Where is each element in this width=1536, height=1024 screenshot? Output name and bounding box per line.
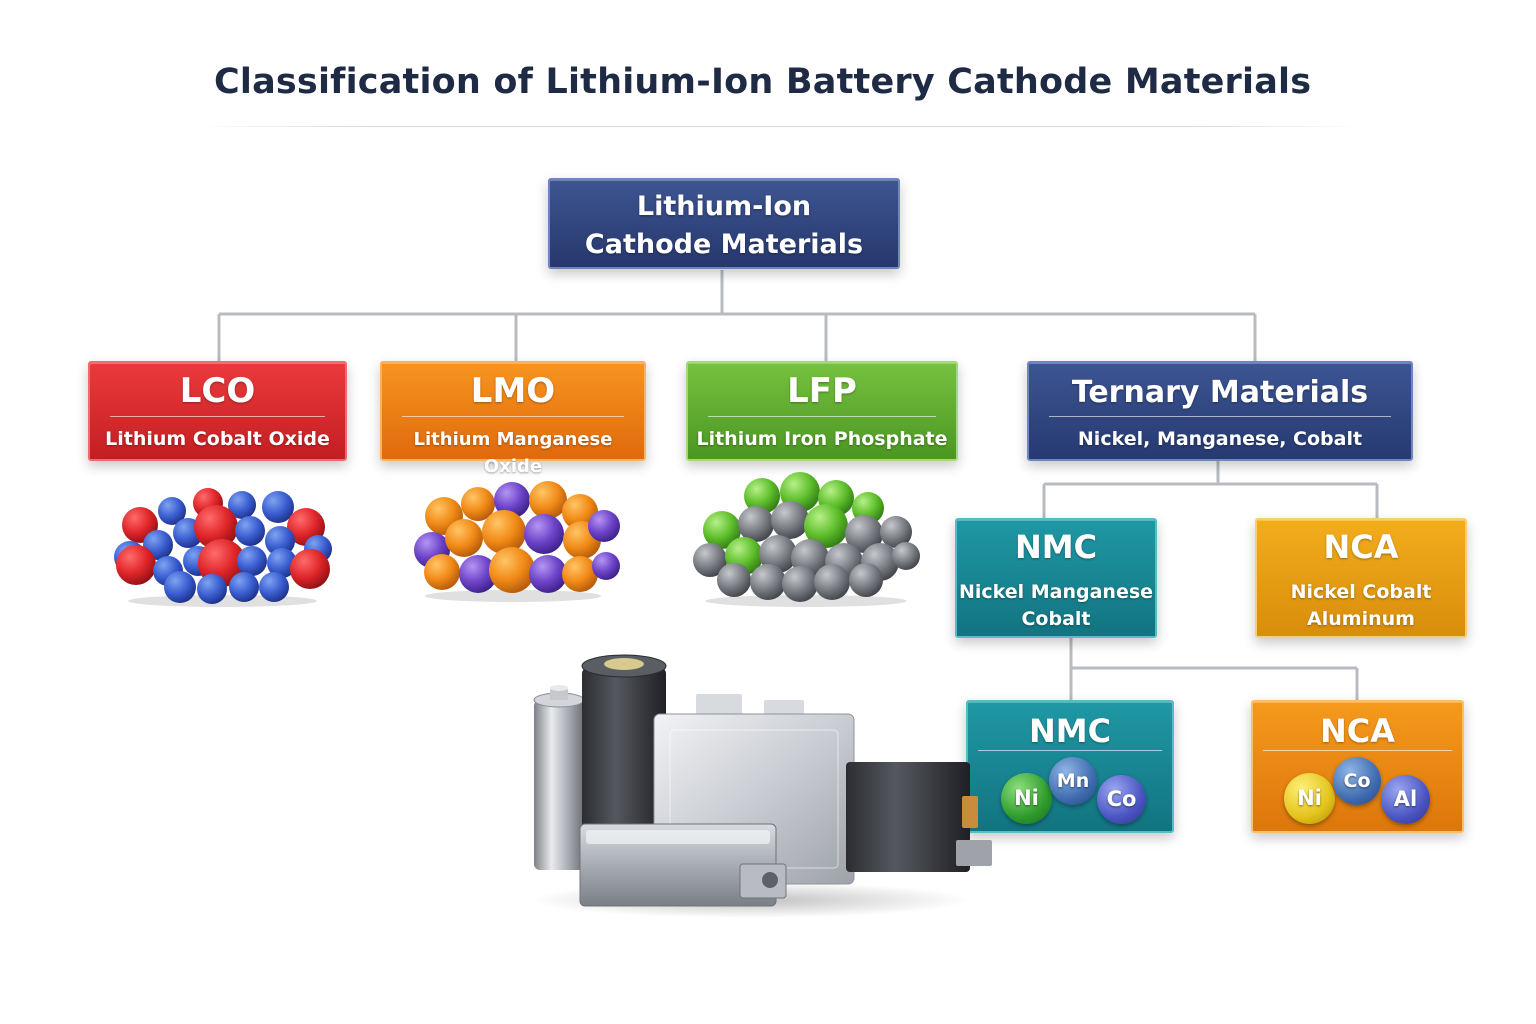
ternary-nmc: NMC Nickel Manganese Cobalt <box>955 518 1157 638</box>
category-lmo: LMO Lithium Manganese Oxide <box>380 361 646 477</box>
atom-sphere <box>562 556 598 592</box>
atom-sphere <box>116 545 156 585</box>
atom-sphere <box>265 526 295 556</box>
cluster-shadow <box>424 590 602 602</box>
atom-sphere <box>529 555 567 593</box>
atom-sphere <box>262 491 294 523</box>
atom-sphere <box>738 506 774 542</box>
cluster-shadow <box>705 595 907 607</box>
cobalt-atom: Co <box>1097 775 1146 824</box>
atom-sphere <box>259 572 289 602</box>
atom-sphere <box>814 564 850 600</box>
category-name: Nickel, Manganese, Cobalt <box>1077 428 1363 450</box>
atom-sphere <box>489 547 535 593</box>
atom-sphere <box>228 491 256 519</box>
ternary-name-line2: Cobalt <box>1021 608 1091 630</box>
root-label-line2: Cathode Materials <box>584 229 864 260</box>
ternary-abbr: NMC <box>1014 528 1098 566</box>
large-cylinder-cell <box>581 654 667 866</box>
category-divider <box>708 416 936 417</box>
aluminum-atom: Al <box>1381 775 1430 824</box>
composition-abbr: NCA <box>1319 712 1396 750</box>
battery-cells-group <box>530 654 992 918</box>
ternary-name-line2: Aluminum <box>1307 608 1415 630</box>
category-divider <box>110 416 325 417</box>
atom-sphere <box>892 542 920 570</box>
atom-sphere <box>588 510 620 542</box>
category-abbr: LMO <box>470 371 556 411</box>
prismatic-cell <box>846 762 992 872</box>
category-name: Lithium Cobalt Oxide <box>105 428 330 450</box>
ternary-name-line1: Nickel Cobalt <box>1290 581 1432 603</box>
atom-sphere <box>845 515 883 553</box>
composition-divider <box>978 750 1162 751</box>
page-title: Classification of Lithium-Ion Battery Ca… <box>214 62 1312 102</box>
atom-sphere <box>804 504 848 548</box>
small-cylinder-cell <box>533 685 585 870</box>
atom-sphere <box>771 501 809 539</box>
ternary-name-line1: Nickel Manganese <box>958 581 1154 603</box>
nickel-atom: Ni <box>1001 773 1052 824</box>
category-abbr: Ternary Materials <box>1071 375 1369 410</box>
atom-sphere <box>459 555 497 593</box>
category-divider <box>402 416 624 417</box>
nickel-atom: Ni <box>1284 773 1335 824</box>
atom-sphere <box>235 516 265 546</box>
root-node: Lithium-Ion Cathode Materials <box>548 178 900 269</box>
root-label-line1: Lithium-Ion <box>636 191 812 222</box>
atom-sphere <box>267 548 297 578</box>
category-lco: LCO Lithium Cobalt Oxide <box>88 361 347 461</box>
atom-sphere <box>290 549 330 589</box>
atom-sphere <box>880 516 912 548</box>
category-abbr: LFP <box>787 371 857 411</box>
atom-sphere <box>424 554 460 590</box>
category-ternary: Ternary Materials Nickel, Manganese, Cob… <box>1027 361 1413 461</box>
atom-sphere <box>744 478 780 514</box>
manganese-atom: Mn <box>1049 757 1097 805</box>
ternary-abbr: NCA <box>1323 528 1399 566</box>
category-lfp: LFP Lithium Iron Phosphate <box>686 361 958 461</box>
composition-nmc: NMC Ni Mn Co <box>966 700 1174 833</box>
atom-sphere <box>482 510 526 554</box>
title-divider <box>195 126 1360 127</box>
atom-sphere <box>158 497 186 525</box>
composition-abbr: NMC <box>1028 712 1112 750</box>
category-name: Lithium Iron Phosphate <box>696 428 948 450</box>
category-name: Lithium Manganese Oxide <box>413 429 613 477</box>
lfp-molecule-cluster <box>693 472 920 607</box>
ternary-nca: NCA Nickel Cobalt Aluminum <box>1255 518 1467 638</box>
lmo-molecule-cluster <box>414 481 620 602</box>
atom-sphere <box>750 564 786 600</box>
atom-sphere <box>461 487 495 521</box>
atom-sphere <box>759 535 797 573</box>
atom-sphere <box>849 563 883 597</box>
atom-sphere <box>197 574 227 604</box>
atom-sphere <box>445 519 483 557</box>
atom-sphere <box>782 566 818 602</box>
atom-sphere <box>592 552 620 580</box>
atom-sphere <box>703 511 741 549</box>
flat-module-cell <box>579 823 787 907</box>
lco-molecule-cluster <box>114 488 332 607</box>
atom-sphere <box>237 546 267 576</box>
atom-sphere <box>717 563 751 597</box>
atom-sphere <box>164 571 196 603</box>
atom-sphere <box>494 482 530 518</box>
atom-sphere <box>229 572 259 602</box>
category-divider <box>1049 416 1391 417</box>
composition-nca: NCA Ni Co Al <box>1251 700 1464 833</box>
composition-divider <box>1263 750 1452 751</box>
atom-sphere <box>529 481 567 519</box>
category-abbr: LCO <box>179 371 256 411</box>
atom-sphere <box>194 505 238 549</box>
atom-sphere <box>693 543 727 577</box>
atom-sphere <box>524 514 564 554</box>
cobalt-atom: Co <box>1333 757 1381 805</box>
